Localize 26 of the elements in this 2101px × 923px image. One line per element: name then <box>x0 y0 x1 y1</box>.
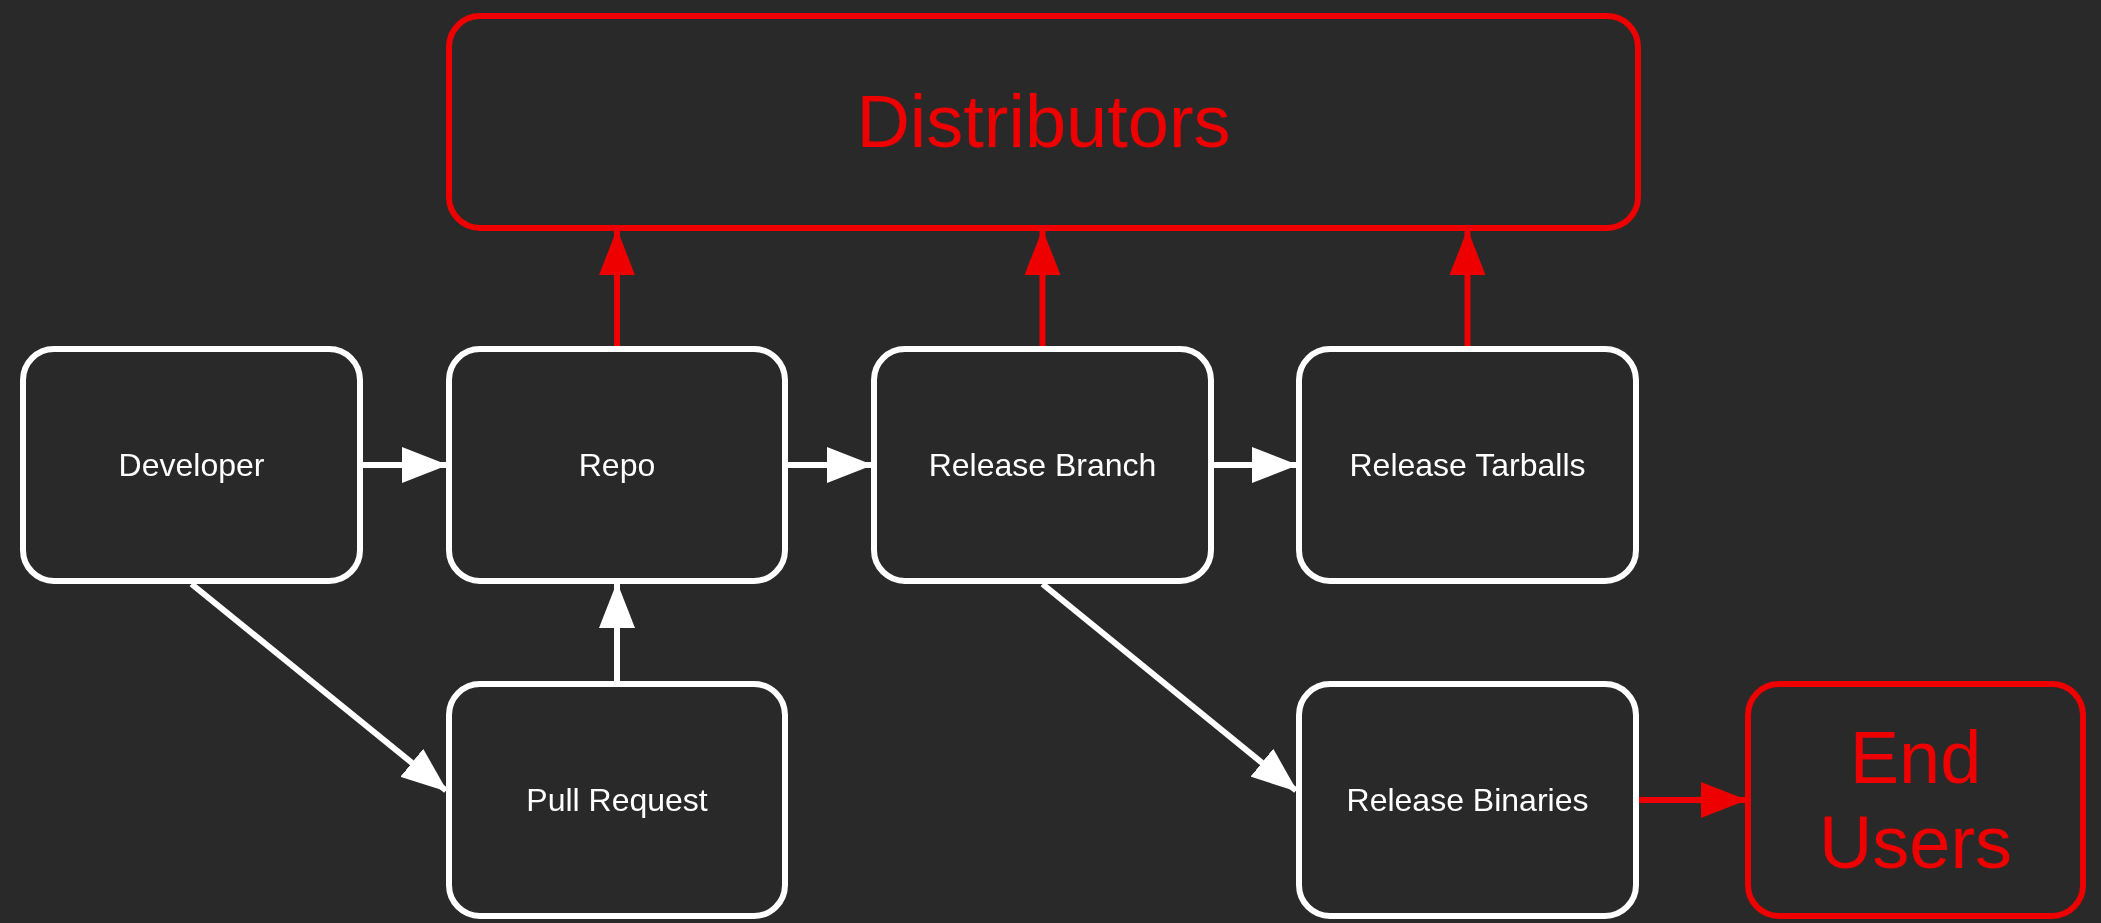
node-label: Pull Request <box>526 781 708 819</box>
arrow <box>1214 447 1298 483</box>
process-box <box>871 346 1214 584</box>
process-box <box>1296 681 1639 919</box>
process-box <box>446 346 788 584</box>
node-label: End Users <box>1817 714 2014 886</box>
arrow <box>599 582 635 681</box>
process-box <box>446 13 1641 231</box>
arrow <box>1040 581 1298 793</box>
node-label: Release Tarballs <box>1349 446 1586 484</box>
arrow <box>1639 782 1747 818</box>
process-box <box>446 681 788 919</box>
arrow <box>363 447 448 483</box>
process-box <box>1296 346 1639 584</box>
arrow <box>189 581 448 793</box>
arrow <box>1024 229 1061 346</box>
node-label: Distributors <box>856 79 1231 165</box>
node-label: Release Branch <box>928 446 1157 484</box>
arrow <box>788 447 873 483</box>
node-label: Release Binaries <box>1346 781 1589 819</box>
arrow <box>1449 229 1486 346</box>
process-box <box>1745 681 2086 919</box>
node-label: Repo <box>578 446 656 484</box>
node-label: Developer <box>118 446 265 484</box>
process-box <box>20 346 363 584</box>
arrow <box>599 229 635 346</box>
